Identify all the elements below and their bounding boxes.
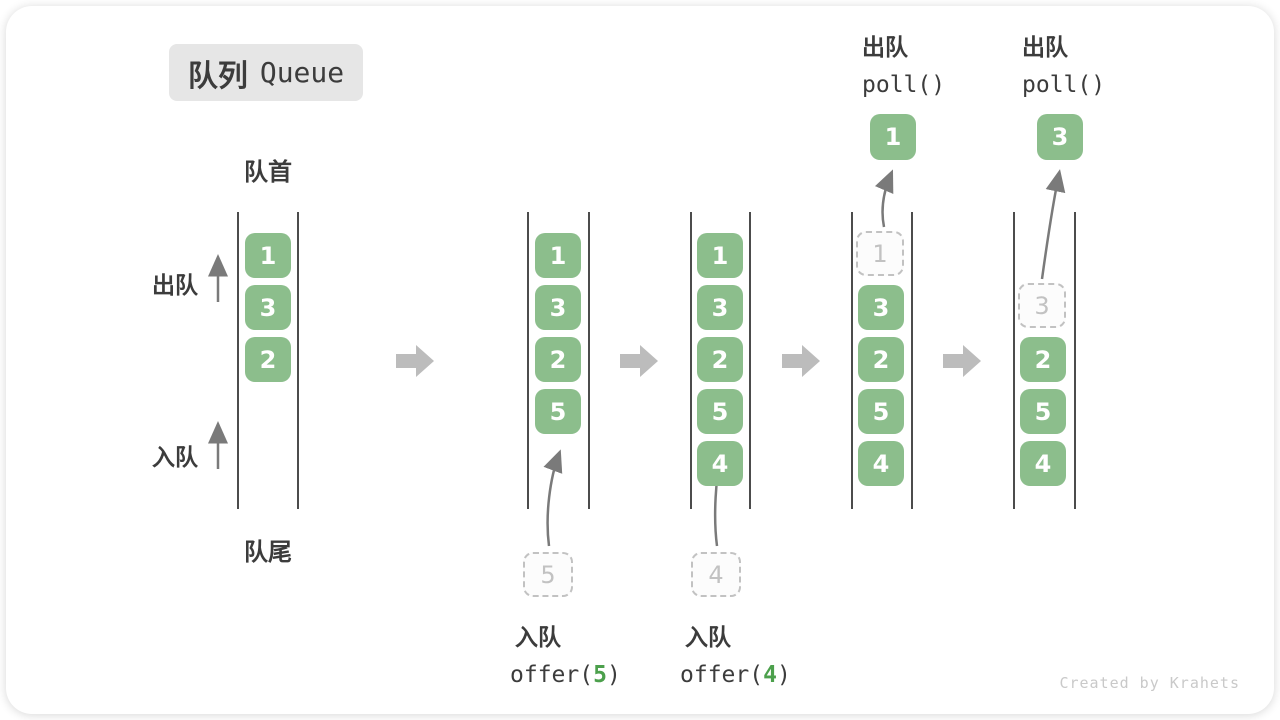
operation-code: poll() (862, 72, 946, 98)
step-arrow-icon (782, 345, 820, 377)
operation-caption: 入队 offer(4) (680, 618, 791, 688)
queue-item-box: 1 (245, 233, 291, 278)
queue-item-box: 5 (858, 389, 904, 434)
queue-wall (297, 212, 299, 509)
operation-caption: 入队 offer(5) (510, 618, 621, 688)
operation-code: offer(4) (680, 662, 791, 688)
code-fn: offer( (510, 662, 594, 688)
queue-wall (237, 212, 239, 509)
watermark: Created by Krahets (1059, 674, 1240, 692)
queue-front-label: 队首 (244, 159, 292, 186)
step-arrow-icon (620, 345, 658, 377)
code-fn: offer( (680, 662, 764, 688)
queue-item-box: 2 (858, 337, 904, 382)
queue-item-box: 3 (245, 285, 291, 330)
title-zh: 队列 (187, 59, 248, 93)
queue-item-box: 1 (535, 233, 581, 278)
operation-label: 入队 (685, 624, 731, 650)
operation-caption: 出队 poll() (862, 28, 945, 98)
queue-item-box: 4 (1020, 441, 1066, 486)
queue-item-box: 1 (697, 233, 743, 278)
dequeued-item-ghost: 1 (856, 231, 904, 276)
operation-caption: 出队 poll() (1022, 28, 1105, 98)
dequeued-item-ghost: 3 (1018, 283, 1066, 328)
code-close: ) (776, 662, 791, 688)
queue-item-box: 2 (245, 337, 291, 382)
queue-item-box: 2 (535, 337, 581, 382)
queue-item-box: 4 (858, 441, 904, 486)
queue-item-box: 3 (858, 285, 904, 330)
polled-item-box: 1 (870, 114, 916, 160)
title-en: Queue (259, 56, 345, 89)
queue-wall (690, 212, 692, 509)
queue-wall (1013, 212, 1015, 509)
queue-item-box: 2 (1020, 337, 1066, 382)
queue-item-box: 5 (697, 389, 743, 434)
operation-code: offer(5) (510, 662, 621, 688)
operation-label: 出队 (1022, 34, 1068, 60)
title-badge: 队列 Queue (169, 44, 363, 101)
step-arrow-icon (396, 345, 434, 377)
queue-item-box: 5 (535, 389, 581, 434)
queue-rear-label: 队尾 (244, 539, 292, 566)
code-arg: 5 (593, 662, 607, 688)
operation-code: poll() (1022, 72, 1106, 98)
queue-wall (588, 212, 590, 509)
enqueue-label: 入队 (152, 444, 198, 470)
operation-label: 入队 (515, 624, 561, 650)
operation-label: 出队 (862, 34, 908, 60)
queue-wall (911, 212, 913, 509)
queue-wall (527, 212, 529, 509)
queue-wall (749, 212, 751, 509)
incoming-item-ghost: 5 (523, 552, 573, 597)
queue-item-box: 4 (697, 441, 743, 486)
queue-item-box: 5 (1020, 389, 1066, 434)
queue-item-box: 2 (697, 337, 743, 382)
queue-item-box: 3 (535, 285, 581, 330)
dequeue-label: 出队 (152, 272, 198, 298)
queue-wall (1074, 212, 1076, 509)
code-close: ) (606, 662, 621, 688)
code-arg: 4 (763, 662, 777, 688)
incoming-item-ghost: 4 (691, 552, 741, 597)
queue-wall (851, 212, 853, 509)
step-arrow-icon (943, 345, 981, 377)
polled-item-box: 3 (1037, 114, 1083, 160)
queue-item-box: 3 (697, 285, 743, 330)
